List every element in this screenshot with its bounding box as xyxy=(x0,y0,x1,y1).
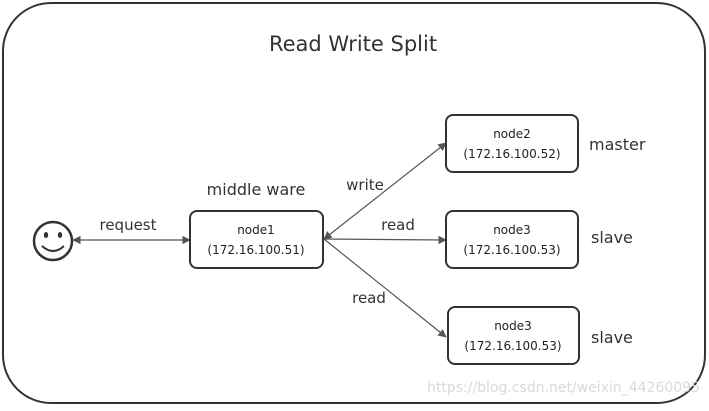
slave-role-label-1: slave xyxy=(591,228,633,247)
node-slave-1: node3 (172.16.100.53) xyxy=(445,210,579,269)
write-label: write xyxy=(346,176,384,194)
node-middleware: node1 (172.16.100.51) xyxy=(189,210,324,269)
read-label-2: read xyxy=(352,289,386,307)
write-edge xyxy=(323,142,447,240)
node-name: node3 xyxy=(494,319,532,333)
middleware-label: middle ware xyxy=(207,180,306,199)
smiley-face-icon xyxy=(32,220,74,262)
slave-role-label-2: slave xyxy=(591,328,633,347)
node-slave-2: node3 (172.16.100.53) xyxy=(447,306,580,365)
node-ip: (172.16.100.51) xyxy=(207,243,304,257)
node-name: node1 xyxy=(237,223,275,237)
node-name: node2 xyxy=(493,127,531,141)
watermark: https://blog.csdn.net/weixin_44260095 xyxy=(427,380,700,396)
node-ip: (172.16.100.53) xyxy=(463,243,560,257)
node-ip: (172.16.100.52) xyxy=(463,147,560,161)
read-edge-2 xyxy=(323,238,447,338)
node-name: node3 xyxy=(493,223,531,237)
diagram-title: Read Write Split xyxy=(269,32,437,56)
node-master: node2 (172.16.100.52) xyxy=(445,114,579,173)
node-ip: (172.16.100.53) xyxy=(464,339,561,353)
read-label-1: read xyxy=(381,216,415,234)
master-role-label: master xyxy=(589,135,646,154)
read-edge-1 xyxy=(323,235,447,245)
request-label: request xyxy=(99,216,156,234)
